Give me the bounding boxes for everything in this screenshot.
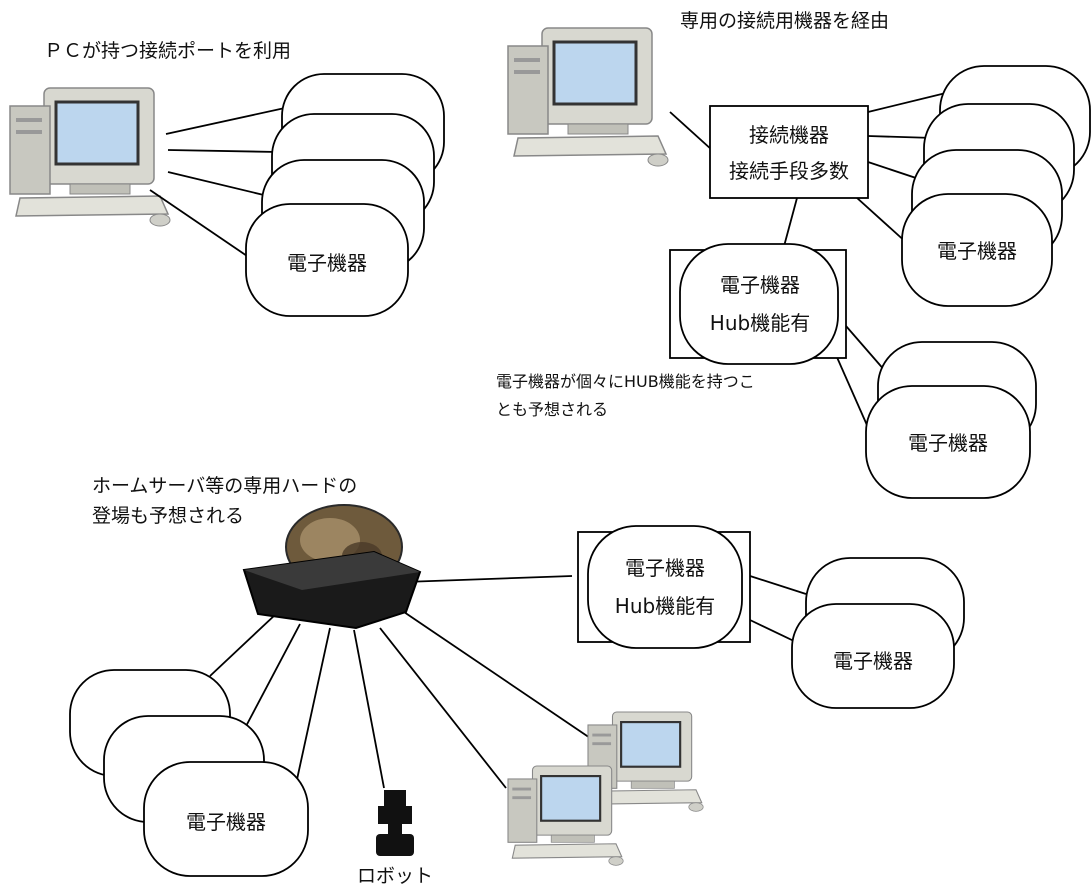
device-stack-hub-lower [791, 557, 965, 709]
device-label: 電子機器 [833, 649, 913, 673]
wires-pc-port [149, 105, 295, 259]
wires-home-server [209, 575, 807, 789]
caption-home-server-line1: ホームサーバ等の専用ハードの [92, 475, 357, 497]
connector-label-line1: 接続機器 [749, 123, 829, 147]
hub-device-upper [669, 243, 847, 365]
pc-icon [506, 26, 670, 168]
home-server-icon [242, 504, 422, 630]
hub-label-line2: Hub機能有 [615, 594, 715, 618]
pc-icon [506, 764, 625, 867]
device-label: 電子機器 [937, 239, 1017, 263]
robot-label: ロボット [357, 865, 433, 887]
device-stack-connector [901, 65, 1091, 307]
device-label: 電子機器 [186, 810, 266, 834]
hub-label-line2: Hub機能有 [710, 311, 810, 335]
caption-home-server-line2: 登場も予想される [92, 505, 244, 527]
connector-box [709, 105, 869, 199]
connector-label-line2: 接続手段多数 [729, 159, 849, 183]
hub-device-lower [577, 525, 751, 649]
device-label: 電子機器 [908, 431, 988, 455]
device-stack-home-server [69, 669, 309, 877]
hub-label-line1: 電子機器 [720, 273, 800, 297]
hub-label-line1: 電子機器 [625, 556, 705, 580]
caption-dedicated: 専用の接続用機器を経由 [680, 10, 889, 32]
device-stack-hub-upper [865, 341, 1037, 499]
device-label: 電子機器 [287, 251, 367, 275]
hub-note-line1: 電子機器が個々にHUB機能を持つこ [496, 372, 755, 391]
pc-icon [8, 86, 172, 228]
device-stack-pc-port [245, 73, 445, 317]
caption-pc-port: ＰＣが持つ接続ポートを利用 [44, 40, 291, 62]
robot-icon [376, 790, 414, 856]
hub-note-line2: とも予想される [496, 400, 608, 419]
